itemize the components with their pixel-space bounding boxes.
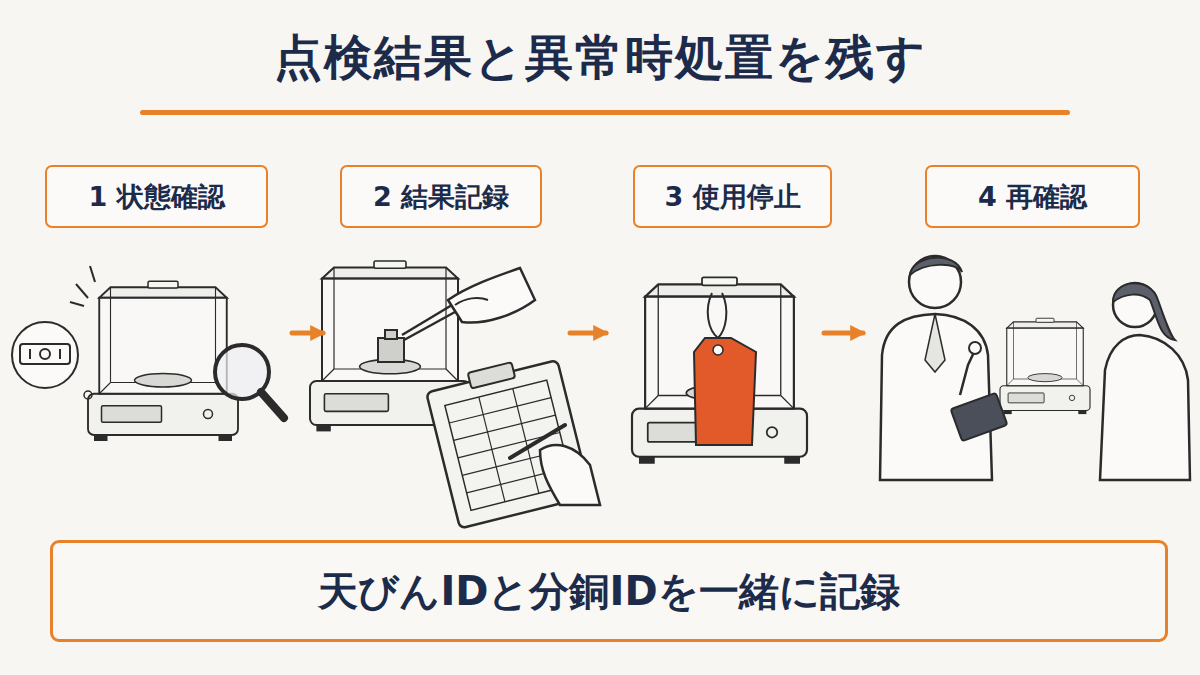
title-underline — [140, 110, 1070, 115]
step-panel: 2 結果記録 — [325, 165, 568, 500]
step-label: 1 状態確認 — [88, 179, 224, 215]
step-box: 3 使用停止 — [633, 165, 832, 228]
flow-arrow — [570, 331, 606, 336]
step-label: 2 結果記録 — [373, 179, 509, 215]
note-band: 天びんIDと分銅IDを一緒に記録 — [50, 540, 1168, 642]
step-panel: 1 状態確認 — [10, 165, 290, 500]
step-panel: 4 再確認 — [865, 165, 1190, 500]
flow-arrow — [824, 331, 863, 336]
step-box: 2 結果記録 — [340, 165, 542, 228]
title: 点検結果と異常時処置を残す — [0, 26, 1200, 90]
step-panel: 3 使用停止 — [608, 165, 822, 500]
note-text: 天びんIDと分銅IDを一緒に記録 — [318, 564, 899, 619]
step-label: 3 使用停止 — [664, 179, 800, 215]
step-box: 4 再確認 — [925, 165, 1140, 228]
step-label: 4 再確認 — [978, 179, 1087, 215]
step-box: 1 状態確認 — [45, 165, 268, 228]
flow-arrow — [292, 331, 323, 336]
